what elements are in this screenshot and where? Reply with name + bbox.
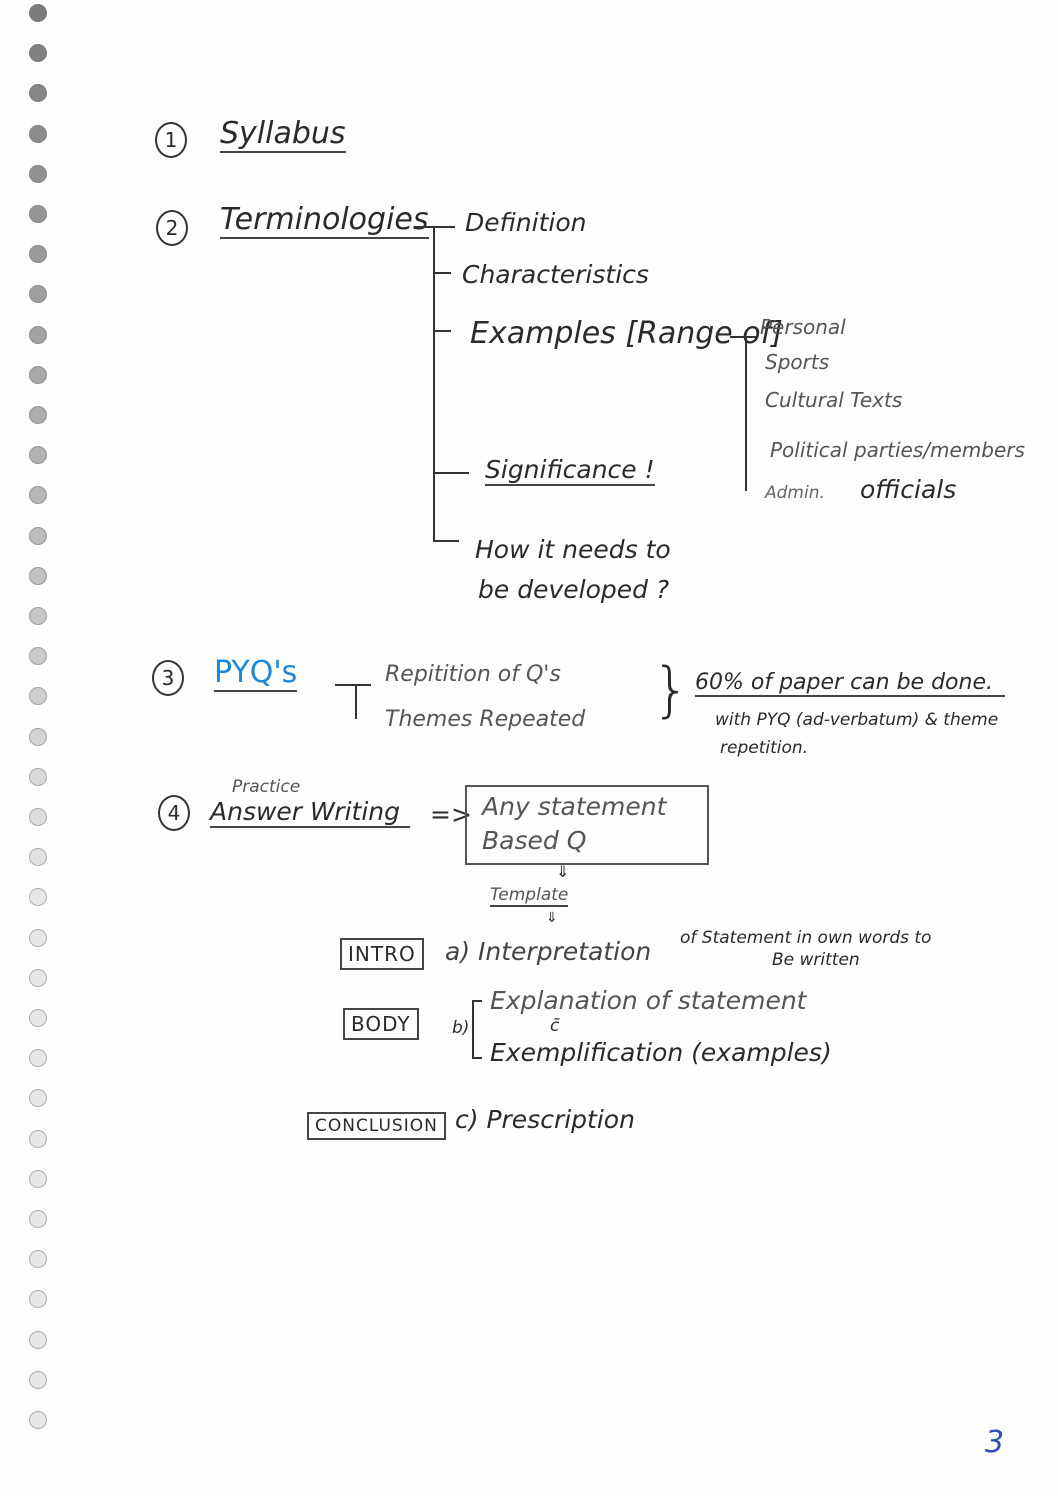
- binding-hole: [29, 1009, 47, 1027]
- example-sports: Sports: [765, 350, 830, 374]
- heading-syllabus: Syllabus: [220, 116, 346, 153]
- pyq-note-sub1: with PYQ (ad-verbatum) & theme: [715, 710, 999, 730]
- branch-how-developed-2: be developed ?: [478, 575, 670, 604]
- template-label: Template: [490, 885, 569, 907]
- binding-hole: [29, 968, 47, 987]
- down-arrow-icon: ⇓: [556, 862, 570, 881]
- pyq-note-main: 60% of paper can be done.: [695, 670, 1005, 697]
- bracket: [472, 1000, 482, 1059]
- body-line2: Exemplification (examples): [490, 1038, 832, 1067]
- section-number-4: 4: [158, 795, 190, 831]
- heading-terminologies: Terminologies: [220, 202, 429, 239]
- binding-hole: [29, 1129, 47, 1148]
- binding-hole: [29, 808, 47, 826]
- binding-hole: [29, 1290, 47, 1309]
- binding-hole: [29, 1210, 47, 1228]
- tree-trunk-line: [433, 226, 435, 542]
- binding-hole: [29, 446, 47, 465]
- binding-hole: [29, 285, 47, 304]
- binding-hole: [29, 526, 47, 545]
- pyq-note-sub2: repetition.: [720, 738, 809, 758]
- binding-hole: [29, 647, 47, 666]
- branch-line: [433, 540, 459, 542]
- pyq-repitition: Repitition of Q's: [385, 662, 561, 687]
- body-box: BODY: [343, 1008, 419, 1040]
- branch-examples: Examples [Range of]: [470, 316, 783, 351]
- branch-line: [433, 330, 451, 332]
- example-cultural-texts: Cultural Texts: [765, 388, 903, 412]
- binding-hole: [29, 928, 47, 947]
- branch-significance: Significance !: [485, 455, 655, 486]
- binding-hole: [29, 1250, 47, 1269]
- binding-hole: [29, 888, 47, 907]
- binding-hole: [29, 1330, 47, 1349]
- binding-hole: [29, 566, 47, 585]
- binding-hole: [29, 406, 47, 424]
- binding-hole: [29, 325, 47, 344]
- binding-hole: [29, 164, 47, 183]
- binding-hole: [29, 205, 47, 223]
- intro-box: INTRO: [340, 938, 424, 970]
- conclusion-box: CONCLUSION: [307, 1112, 446, 1140]
- binding-hole: [29, 245, 47, 264]
- arrow-line: [730, 336, 756, 338]
- binding-hole: [29, 124, 47, 143]
- binding-hole: [29, 1411, 47, 1429]
- branch-definition: Definition: [465, 208, 587, 237]
- body-marker: b): [452, 1018, 470, 1038]
- binding-hole: [29, 486, 47, 505]
- binding-hole: [29, 44, 47, 63]
- example-political: Political parties/members: [770, 438, 1025, 462]
- section-number-2: 2: [156, 210, 188, 246]
- heading-pyqs: PYQ's: [214, 655, 298, 692]
- subtree-line: [745, 336, 747, 491]
- branch-line: [433, 272, 451, 274]
- page-number: 3: [985, 1425, 1005, 1460]
- intro-text: a) Interpretation: [445, 937, 652, 966]
- pyq-themes: Themes Repeated: [385, 707, 586, 732]
- statement-line1: Any statement: [482, 792, 667, 821]
- statement-line2: Based Q: [482, 826, 587, 855]
- binding-hole: [29, 1169, 47, 1188]
- binding-hole: [29, 607, 47, 625]
- binding-hole: [29, 365, 47, 384]
- tree-line: [355, 684, 357, 719]
- example-officials: officials: [860, 475, 957, 504]
- binding-hole: [29, 848, 47, 867]
- branch-line: [433, 472, 469, 474]
- binding-hole: [29, 767, 47, 786]
- section-number-3: 3: [152, 660, 184, 696]
- heading-answer-writing: Answer Writing: [210, 797, 410, 828]
- intro-note2: Be written: [772, 950, 860, 970]
- body-with: c̄: [550, 1016, 560, 1036]
- arrow-line: [415, 226, 455, 228]
- binding-hole: [29, 727, 47, 746]
- branch-characteristics: Characteristics: [462, 260, 649, 289]
- conclusion-text: c) Prescription: [455, 1105, 635, 1134]
- binding-hole: [29, 84, 47, 103]
- binding-hole: [29, 4, 47, 22]
- example-personal: Personal: [760, 315, 846, 339]
- practice-label: Practice: [232, 777, 301, 797]
- brace: }: [652, 655, 691, 725]
- binding-hole: [29, 1049, 47, 1068]
- statement-box: [465, 785, 709, 865]
- implies-arrow: =>: [430, 800, 472, 829]
- arrow-line: [335, 684, 371, 686]
- down-arrow-icon: ⇓: [546, 910, 558, 926]
- intro-note1: of Statement in own words to: [680, 928, 932, 948]
- binding-hole: [29, 687, 47, 706]
- body-line1: Explanation of statement: [490, 986, 807, 1015]
- branch-how-developed-1: How it needs to: [475, 535, 671, 564]
- section-number-1: 1: [155, 122, 187, 158]
- binding-hole: [29, 1370, 47, 1389]
- example-admin: Admin.: [765, 483, 825, 503]
- binding-hole: [29, 1089, 47, 1108]
